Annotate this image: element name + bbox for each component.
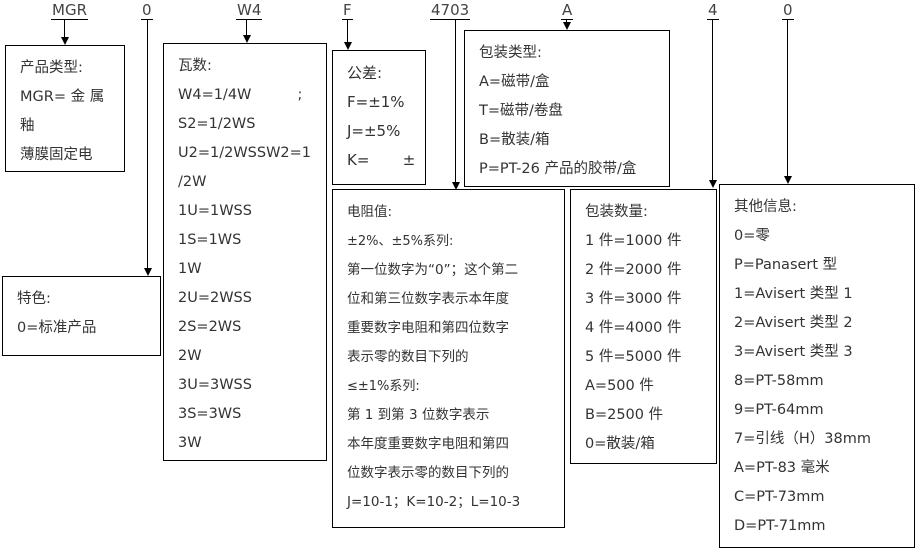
- connector-line: [147, 20, 149, 269]
- box-line: 3 件=3000 件: [585, 291, 682, 307]
- box-line: 1 件=1000 件: [585, 233, 682, 249]
- box-line: 表示零的数目下列的: [347, 349, 469, 365]
- box-title: 瓦数:: [178, 58, 212, 74]
- connector-line: [246, 20, 248, 36]
- box-line: T=磁带/卷盘: [479, 103, 563, 119]
- code-0-other: 0: [782, 1, 794, 20]
- box-line: 第一位数字为“0”；这个第二: [347, 262, 519, 278]
- code-f: F: [342, 1, 353, 20]
- box-line: A=PT-83 毫米: [734, 460, 830, 476]
- box-line: 3U=3WSS: [178, 377, 252, 393]
- box-line: J=±5%: [347, 122, 401, 140]
- box-line: MGR= 金 属: [20, 89, 105, 105]
- box-line: B=2500 件: [585, 407, 664, 423]
- wattage-box: 瓦数: W4=1/4W ; S2=1/2WS U2=1/2WSSW2=1 /2W…: [163, 43, 327, 461]
- other-info-box: 其他信息: 0=零 P=Panasert 型 1=Avisert 类型 1 2=…: [719, 184, 915, 548]
- box-line: 本年度重要数字电阻和第四: [347, 436, 509, 452]
- box-line: P=PT-26 产品的胶带/盒: [479, 161, 637, 177]
- box-line: 0=零: [734, 228, 770, 244]
- box-title: 包装类型:: [479, 45, 542, 61]
- box-line: 4 件=4000 件: [585, 320, 682, 336]
- code-4: 4: [707, 1, 719, 20]
- arrow-icon: [452, 182, 460, 190]
- box-line: 5 件=5000 件: [585, 349, 682, 365]
- arrow-icon: [61, 37, 69, 45]
- box-line: 3=Avisert 类型 3: [734, 344, 853, 360]
- box-title: 其他信息:: [734, 199, 797, 215]
- box-line: U2=1/2WSSW2=1: [178, 145, 312, 161]
- box-line: 重要数字电阻和第四位数字: [347, 320, 509, 336]
- packaging-type-box: 包装类型: A=磁带/盒 T=磁带/卷盘 B=散装/箱 P=PT-26 产品的胶…: [464, 30, 670, 187]
- box-line: J=10-1；K=10-2；L=10-3: [347, 494, 521, 510]
- arrow-icon: [144, 268, 152, 276]
- box-line: 2U=2WSS: [178, 290, 252, 306]
- box-line: 9=PT-64mm: [734, 402, 824, 418]
- box-line: 2=Avisert 类型 2: [734, 315, 853, 331]
- code-0-feature: 0: [141, 1, 153, 20]
- connector-line: [712, 20, 714, 182]
- product-type-box: 产品类型: MGR= 金 属 釉 薄膜固定电: [5, 45, 125, 172]
- box-line: 3W: [178, 435, 202, 451]
- box-line: P=Panasert 型: [734, 257, 838, 273]
- connector-line: [64, 20, 66, 38]
- box-line: K= ±: [347, 151, 416, 169]
- connector-line: [787, 20, 789, 177]
- code-a: A: [561, 1, 574, 20]
- box-line: W4=1/4W ;: [178, 87, 303, 103]
- box-title: 公差:: [347, 64, 383, 82]
- box-line: 位和第三位数字表示本年度: [347, 291, 509, 307]
- box-line: 0=标准产品: [17, 320, 97, 336]
- box-line: 2S=2WS: [178, 319, 242, 335]
- box-line: 1W: [178, 261, 202, 277]
- box-line: 1S=1WS: [178, 232, 242, 248]
- box-line: 位数字表示零的数目下列的: [347, 465, 509, 481]
- box-title: 产品类型:: [20, 60, 83, 76]
- box-line: ≤±1%系列:: [347, 379, 420, 394]
- box-line: 8=PT-58mm: [734, 373, 824, 389]
- box-line: 薄膜固定电: [20, 147, 93, 163]
- code-4703: 4703: [430, 1, 471, 20]
- arrow-icon: [243, 35, 251, 43]
- box-title: 电阻值:: [347, 204, 393, 220]
- box-line: 2 件=2000 件: [585, 262, 682, 278]
- box-line: C=PT-73mm: [734, 489, 825, 505]
- box-line: A=磁带/盒: [479, 74, 550, 90]
- box-line: 1=Avisert 类型 1: [734, 286, 853, 302]
- box-line: 第 1 到第 3 位数字表示: [347, 407, 490, 423]
- box-line: /2W: [178, 174, 207, 190]
- box-line: S2=1/2WS: [178, 116, 256, 132]
- packaging-quantity-box: 包装数量: 1 件=1000 件 2 件=2000 件 3 件=3000 件 4…: [570, 189, 717, 464]
- box-line: 釉: [20, 118, 35, 134]
- box-line: 0=散装/箱: [585, 436, 655, 452]
- box-title: 特色:: [17, 291, 51, 307]
- box-line: D=PT-71mm: [734, 518, 826, 534]
- arrow-icon: [709, 180, 717, 188]
- code-w4: W4: [236, 1, 263, 20]
- resistance-box: 电阻值: ±2%、±5%系列: 第一位数字为“0”；这个第二 位和第三位数字表示…: [332, 189, 565, 528]
- feature-box: 特色: 0=标准产品: [2, 276, 161, 356]
- code-mgr: MGR: [51, 1, 88, 20]
- box-line: ±2%、±5%系列:: [347, 234, 454, 249]
- arrow-icon: [784, 176, 792, 184]
- box-line: B=散装/箱: [479, 132, 550, 148]
- box-line: F=±1%: [347, 93, 405, 111]
- arrow-icon: [563, 22, 571, 30]
- box-line: 1U=1WSS: [178, 203, 252, 219]
- box-title: 包装数量:: [585, 204, 648, 220]
- connector-line: [455, 20, 457, 183]
- box-line: 3S=3WS: [178, 406, 242, 422]
- tolerance-box: 公差: F=±1% J=±5% K= ±: [332, 50, 426, 185]
- box-line: 2W: [178, 348, 202, 364]
- arrow-icon: [344, 42, 352, 50]
- connector-line: [347, 20, 349, 43]
- box-line: 7=引线（H）38mm: [734, 431, 871, 447]
- box-line: A=500 件: [585, 378, 654, 394]
